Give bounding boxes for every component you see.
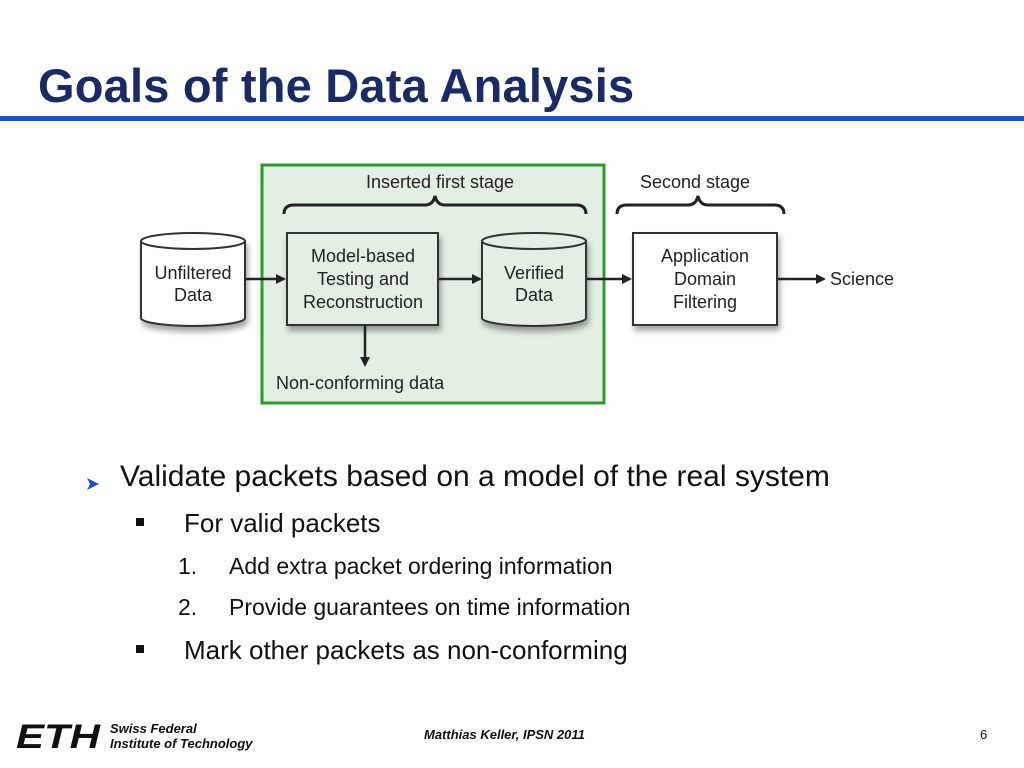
eth-logo: ETH: [16, 722, 102, 750]
non-conforming-label: Non-conforming data: [276, 373, 445, 393]
verified-data-cylinder: [481, 232, 587, 327]
bullet-main: Validate packets based on a model of the…: [120, 460, 830, 493]
model-testing-box: [286, 232, 439, 326]
app-filtering-box: [632, 232, 778, 326]
app-filtering-label-line1: Application: [661, 246, 749, 266]
eth-logo-text: ETH: [16, 722, 102, 750]
second-stage-label: Second stage: [640, 172, 750, 192]
app-filtering-label-line2: Domain: [674, 269, 736, 289]
unfiltered-data-label-line2: Data: [174, 285, 213, 305]
institution-line-2: Institute of Technology: [110, 736, 253, 751]
numbered-marker-1: 1.: [178, 553, 198, 579]
unfiltered-data-cylinder: [140, 232, 246, 327]
slide-title: Goals of the Data Analysis: [38, 59, 635, 112]
numbered-item-1: Add extra packet ordering information: [229, 553, 613, 579]
arrow-bullet-icon: [87, 478, 99, 490]
institution-line-1: Swiss Federal: [110, 721, 197, 736]
science-label: Science: [830, 269, 894, 289]
unfiltered-data-label-line1: Unfiltered: [154, 263, 231, 283]
footer-author: Matthias Keller, IPSN 2011: [424, 727, 585, 742]
institution-name: Swiss Federal Institute of Technology: [110, 721, 253, 751]
numbered-marker-2: 2.: [178, 594, 198, 620]
title-rule: [0, 116, 1024, 121]
app-filtering-label-line3: Filtering: [673, 292, 737, 312]
bullet-sub-nonconforming: Mark other packets as non-conforming: [184, 635, 628, 665]
verified-data-label-line1: Verified: [504, 263, 564, 283]
model-testing-label-line2: Testing and: [317, 269, 409, 289]
bullet-sub-valid: For valid packets: [184, 508, 381, 538]
second-stage-brace: [615, 195, 786, 215]
model-testing-label-line3: Reconstruction: [303, 292, 423, 312]
square-bullet-icon: [136, 518, 144, 526]
page-number: 6: [980, 727, 988, 742]
numbered-item-2: Provide guarantees on time information: [229, 594, 631, 620]
verified-data-label-line2: Data: [515, 285, 554, 305]
first-stage-label: Inserted first stage: [366, 172, 514, 192]
square-bullet-icon: [136, 645, 144, 653]
model-testing-label-line1: Model-based: [311, 246, 415, 266]
first-stage-brace: [282, 195, 588, 215]
